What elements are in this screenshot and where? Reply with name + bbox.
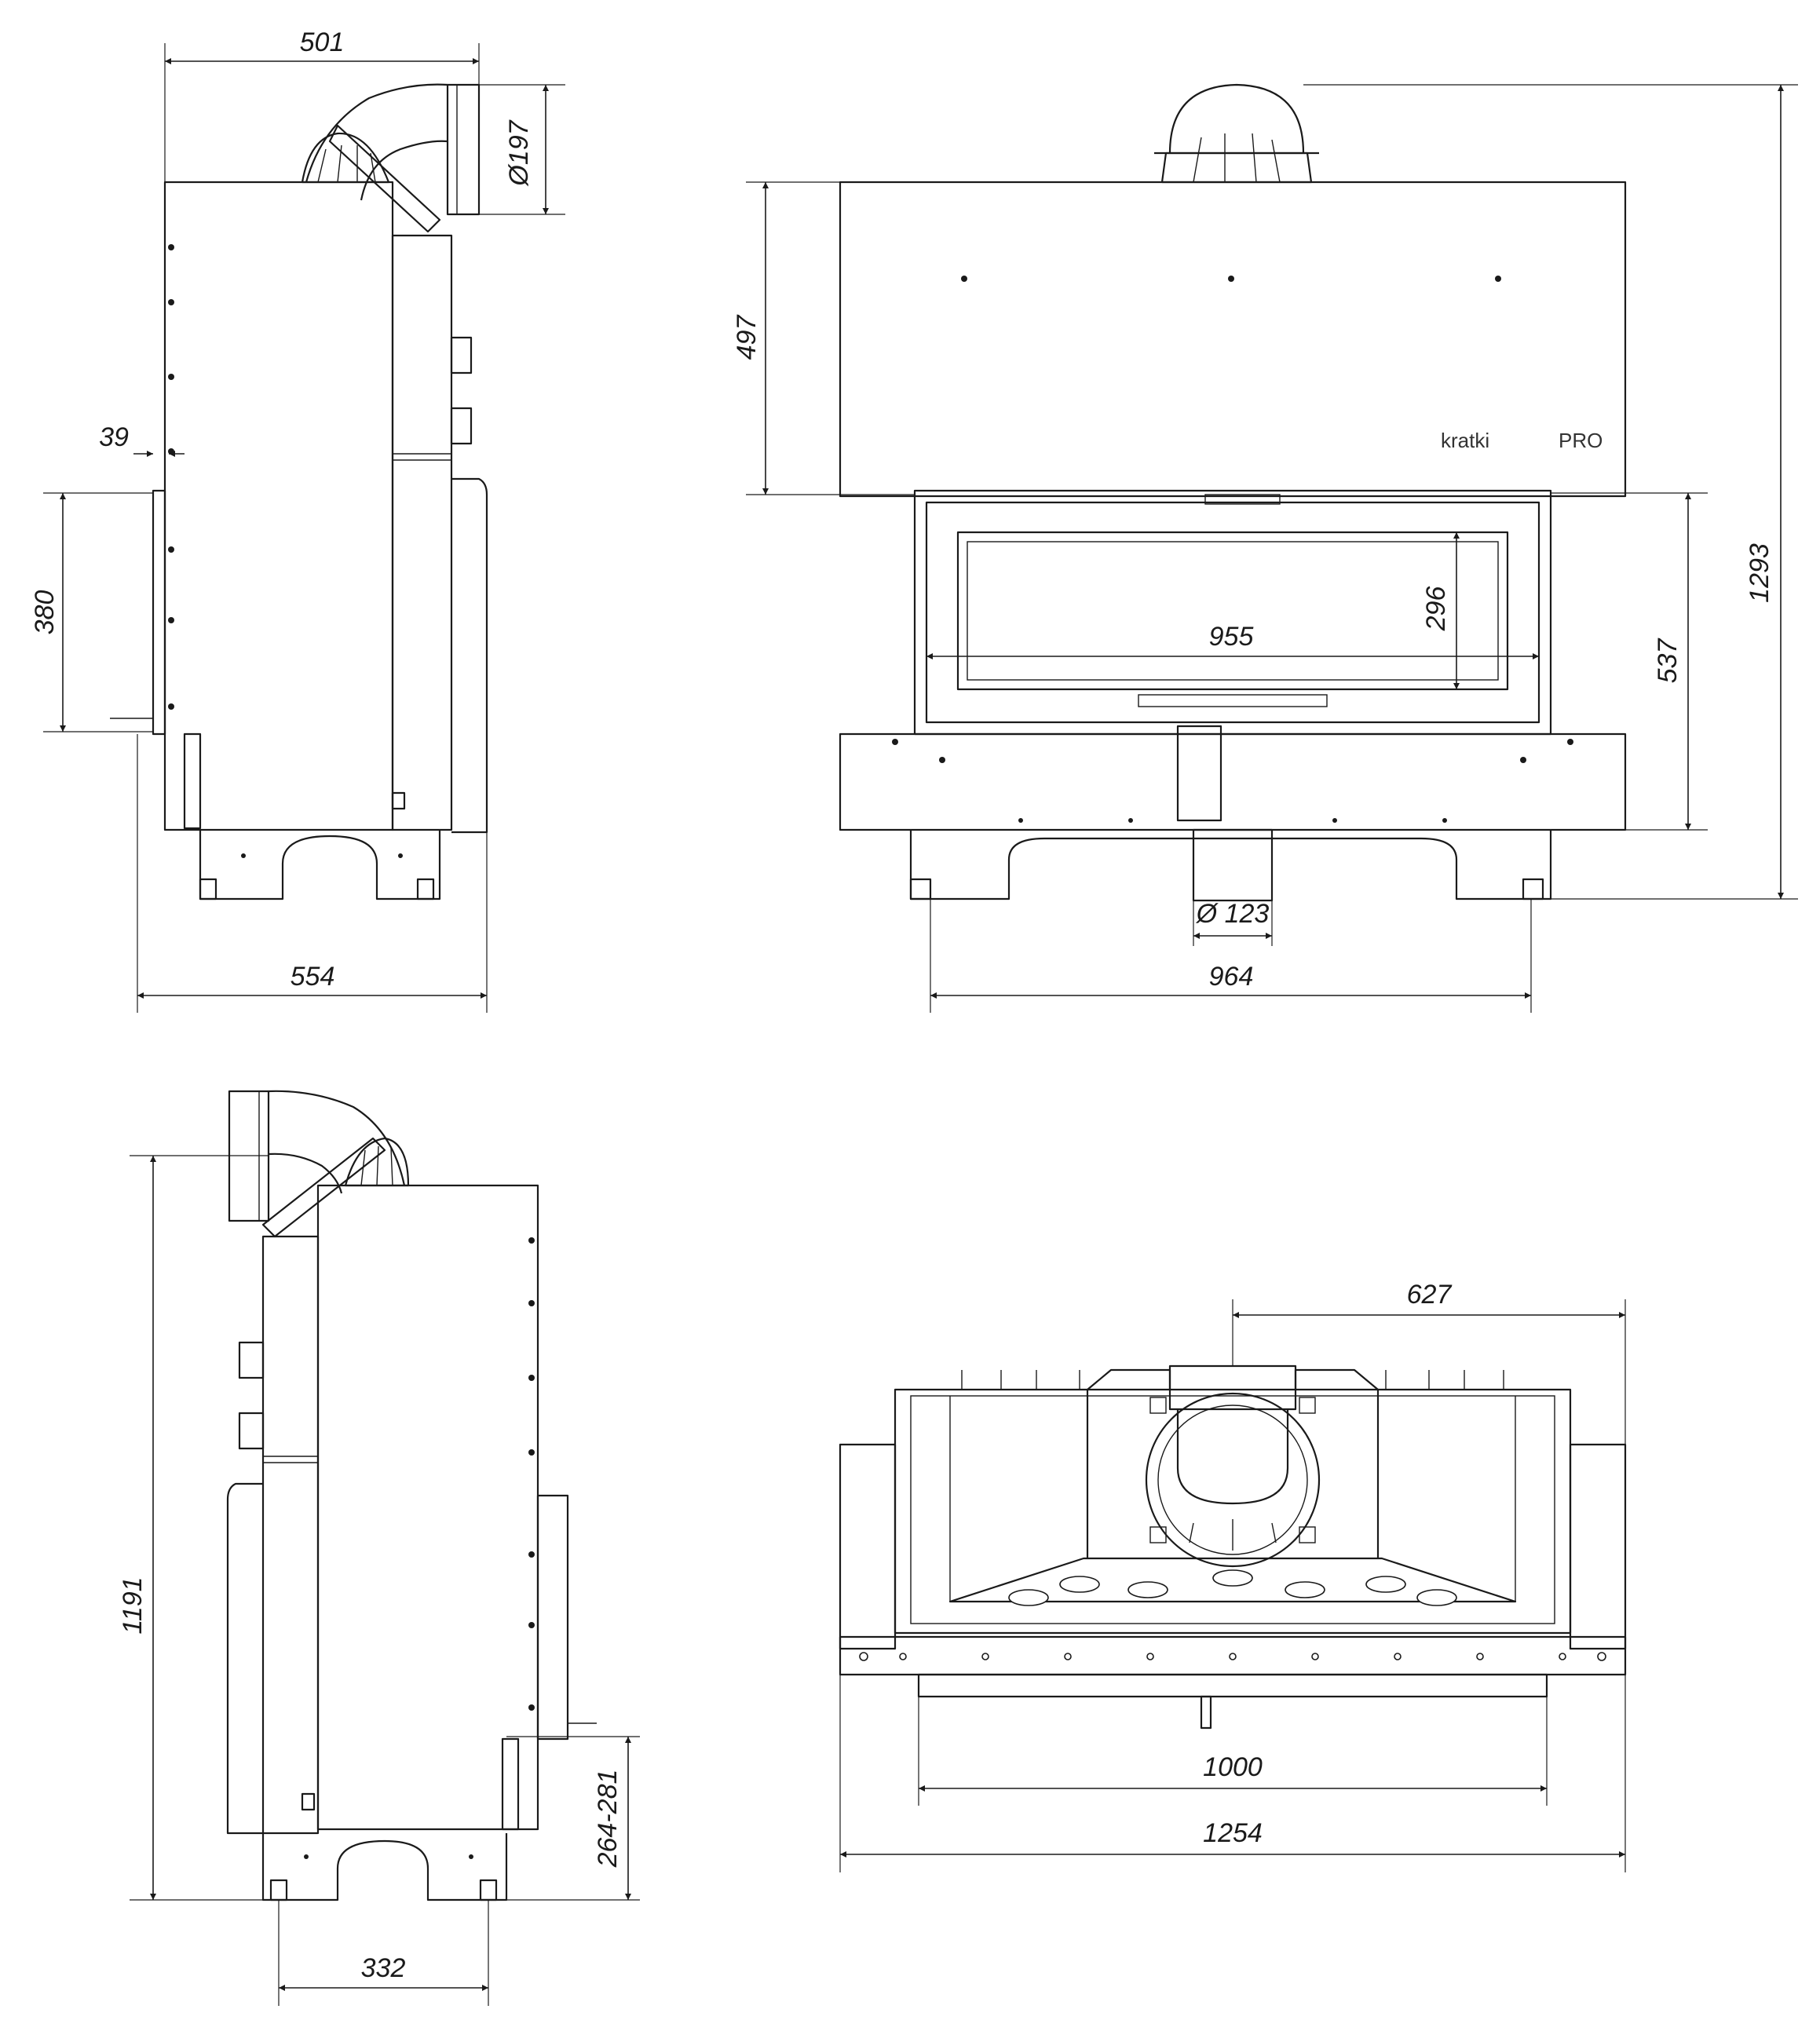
glass-pane	[967, 541, 1499, 681]
dim-side-top-width: 501	[164, 27, 480, 182]
air-holes	[1008, 1569, 1457, 1606]
top-view: 627 1000 1254	[839, 1280, 1627, 1872]
dim-total-height: 1293	[1303, 84, 1798, 900]
flange-holes	[859, 1652, 1606, 1661]
bolts-side-2	[304, 1237, 535, 1859]
label-1000: 1000	[1203, 1752, 1263, 1782]
dim-glass-width: 955	[926, 622, 1539, 659]
label-964: 964	[1209, 962, 1254, 992]
label-197: Ø197	[504, 119, 534, 186]
dim-top-offset: 627	[1232, 1280, 1626, 1445]
stove-body-side-2	[316, 1184, 539, 1831]
label-264-281: 264-281	[593, 1770, 623, 1868]
flue-elbow	[301, 83, 481, 216]
logo-kratki: kratki	[1441, 429, 1489, 452]
rear-column	[391, 234, 453, 831]
brand-logo: kratki PRO	[1441, 429, 1603, 452]
label-497: 497	[732, 315, 762, 360]
lower-casing	[839, 732, 1627, 831]
dim-top-inner-width: 1000	[918, 1697, 1548, 1806]
upper-casing	[839, 181, 1627, 498]
label-39: 39	[99, 422, 129, 452]
label-955: 955	[1209, 622, 1254, 652]
front-panel-2	[226, 1482, 263, 1835]
dim-upper-height: 497	[732, 181, 915, 495]
label-1293: 1293	[1745, 543, 1774, 603]
dim-air-inlet: Ø 123	[1193, 899, 1273, 946]
bolts-side	[168, 244, 403, 858]
label-554: 554	[291, 962, 335, 992]
label-1254: 1254	[1203, 1818, 1263, 1848]
legs-side-2	[261, 1833, 508, 1901]
dim-feet-width: 964	[930, 899, 1532, 1013]
flue-front	[1154, 83, 1319, 184]
flue-bracket-2	[261, 1137, 386, 1238]
dim-side2-feet-width: 332	[278, 1900, 489, 2006]
rear-panel	[451, 477, 488, 834]
flue-bracket	[328, 124, 441, 233]
dim-side2-height: 1191	[118, 1155, 271, 1901]
dim-lower-height: 537	[1551, 492, 1708, 831]
dim-side2-leg-height: 264-281	[506, 1736, 640, 1901]
glass-frame	[956, 531, 1509, 691]
top-casing	[894, 1388, 1572, 1635]
stove-body-side	[163, 181, 394, 831]
air-inlet-duct	[1176, 725, 1222, 822]
dim-door-height: 380	[30, 492, 153, 732]
label-123: Ø 123	[1196, 899, 1270, 929]
top-pins	[961, 1370, 1504, 1390]
label-501: 501	[300, 27, 345, 57]
dim-offset-39: 39	[99, 422, 185, 457]
dim-flue-diameter: Ø197	[479, 84, 565, 215]
legs-side	[199, 830, 441, 900]
dim-side-base-width: 554	[137, 734, 488, 1013]
label-296: 296	[1421, 586, 1451, 632]
front-column-2	[261, 1235, 320, 1835]
label-380: 380	[30, 590, 60, 635]
feet-front	[909, 830, 1552, 900]
dim-top-total-width: 1254	[839, 1675, 1626, 1872]
door-frame	[913, 489, 1552, 736]
label-627: 627	[1407, 1280, 1453, 1310]
front-view: kratki PRO 497 296 955 537	[732, 83, 1798, 1013]
dim-glass-height: 296	[1421, 532, 1460, 689]
side-view-left: 501 Ø197 39 380 554	[30, 27, 565, 1013]
label-537: 537	[1653, 638, 1683, 684]
label-332: 332	[361, 1953, 406, 1983]
bolts-front	[892, 276, 1573, 823]
side-view-right: 1191 264-281 332	[118, 1090, 640, 2006]
logo-pro: PRO	[1559, 429, 1603, 452]
label-1191: 1191	[118, 1576, 148, 1634]
door-frame-side	[152, 489, 166, 736]
